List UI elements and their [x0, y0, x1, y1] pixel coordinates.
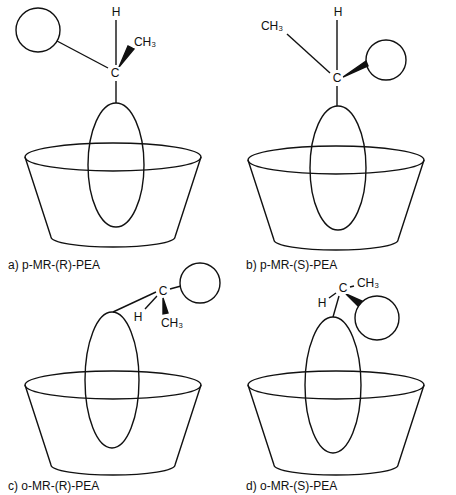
atom-label: H	[333, 6, 344, 18]
cyclodextrin-cup	[25, 143, 201, 247]
phenyl-ring	[88, 103, 144, 227]
bond-line	[145, 296, 157, 309]
phenyl-ring	[85, 312, 139, 448]
panel-caption: c) o-MR-(R)-PEA	[8, 480, 99, 492]
panel-caption: a) p-MR-(R)-PEA	[8, 259, 100, 271]
bond-line	[170, 286, 181, 289]
bond-line	[333, 296, 339, 317]
atom-label: CH₃	[260, 20, 284, 32]
cyclodextrin-cup	[248, 371, 424, 475]
atom-label: C	[158, 285, 169, 297]
substituent-circle	[16, 8, 60, 52]
bond-line	[115, 20, 116, 65]
wedge-bond	[119, 46, 134, 67]
wedge-bond	[343, 61, 368, 77]
atom-label: C	[338, 282, 349, 294]
atom-label: CH₃	[160, 317, 184, 329]
panel-caption: b) p-MR-(S)-PEA	[246, 259, 337, 271]
bond-line	[336, 20, 337, 70]
phenyl-ring	[305, 317, 361, 453]
bond-line	[350, 286, 354, 287]
bond-line	[113, 292, 156, 312]
wedge-bond	[346, 294, 362, 306]
panel-caption: d) o-MR-(S)-PEA	[246, 480, 337, 492]
phenyl-ring	[310, 106, 366, 230]
bond-line	[115, 81, 116, 103]
cyclodextrin-cup	[25, 371, 201, 475]
atom-label: H	[133, 311, 144, 323]
atom-label: CH₃	[133, 36, 157, 48]
substituent-circle	[366, 40, 406, 80]
atom-label: C	[110, 67, 121, 79]
atom-label: C	[332, 72, 343, 84]
wedge-bond	[163, 298, 168, 314]
bond-line	[336, 86, 337, 106]
substituent-circle	[180, 263, 220, 303]
atom-label: CH₃	[356, 277, 380, 289]
cyclodextrin-cup	[248, 146, 424, 250]
atom-label: H	[317, 297, 328, 309]
bond-line	[287, 34, 330, 73]
bond-line	[329, 293, 336, 298]
bond-line	[57, 41, 108, 68]
atom-label: H	[111, 6, 122, 18]
